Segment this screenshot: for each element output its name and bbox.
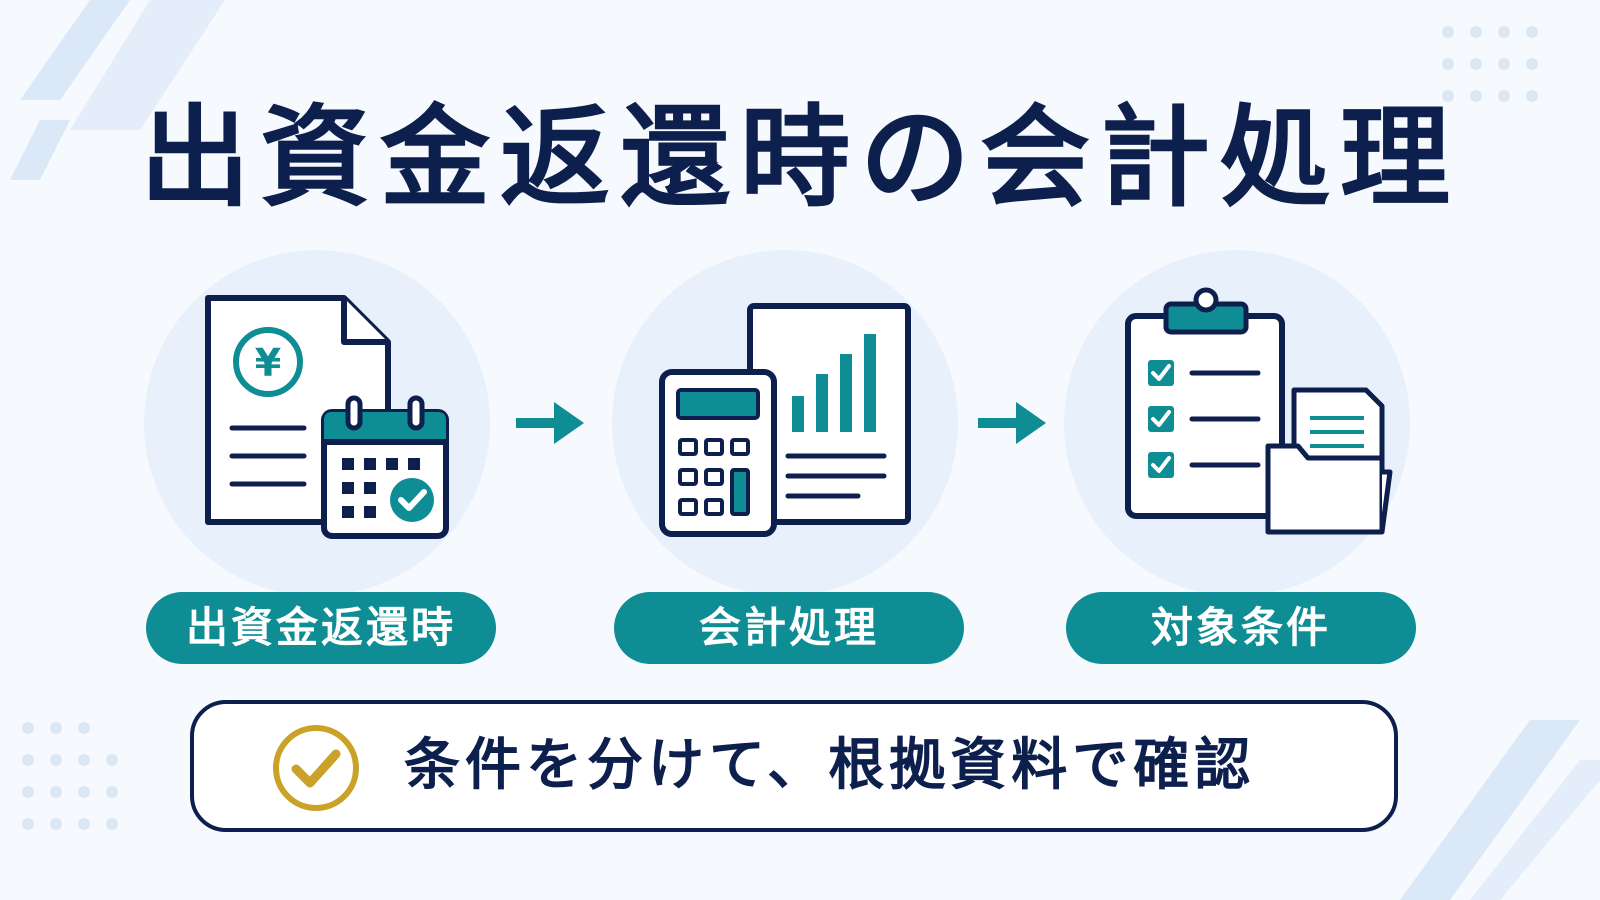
step-3: 対象条件 [1060,250,1420,670]
step-2: 会計処理 [608,250,968,670]
step-3-label: 対象条件 [1066,592,1416,664]
decorative-dots-bottom-left [22,722,118,830]
decorative-stripes-top-left [10,0,225,180]
decorative-dots-top-right [1442,26,1538,102]
summary-text: 条件を分けて、根拠資料で確認 [404,733,1256,798]
arrow-right-icon [516,402,584,444]
summary-banner: 条件を分けて、根拠資料で確認 [190,700,1398,832]
step-1: ¥ 出資金返還時 [140,250,500,670]
page-title: 出資金返還時の会計処理 [140,94,1460,222]
document-yen-calendar-icon: ¥ [205,295,449,539]
arrow-right-icon [978,402,1046,444]
decorative-stripes-bottom-right [1400,720,1600,900]
check-circle-icon [273,725,359,811]
yen-symbol: ¥ [255,341,281,385]
calculator-report-icon [659,303,911,537]
step-1-label: 出資金返還時 [146,592,496,664]
step-2-label: 会計処理 [614,592,964,664]
clipboard-checklist-folder-icon [1125,287,1393,535]
